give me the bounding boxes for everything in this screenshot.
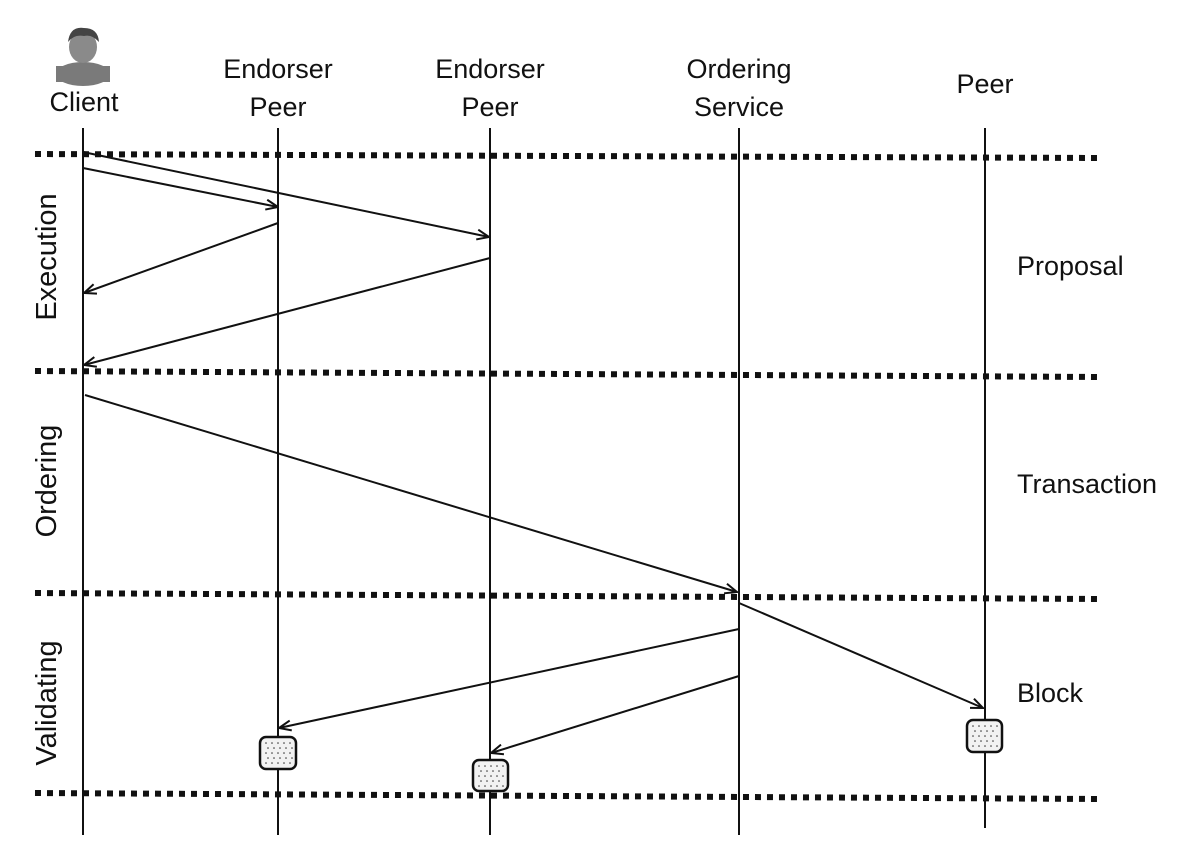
message-orderer-to-peer — [738, 602, 983, 708]
message-client-to-endorser1 — [82, 167, 278, 207]
participant-endorser1-label-line2: Peer — [249, 92, 306, 122]
message-orderer-to-endorser2 — [491, 675, 740, 753]
phase-label-validating: Validating — [31, 640, 63, 765]
message-client-to-endorser2 — [82, 151, 489, 237]
phase-divider-top — [34, 151, 1101, 161]
message-orderer-to-endorser1 — [279, 628, 740, 728]
message-endorser1-to-client — [84, 222, 279, 293]
ledger-block-icon — [965, 718, 1004, 754]
user-avatar-icon — [56, 27, 110, 86]
participant-endorser2-label-line2: Peer — [461, 92, 518, 122]
message-endorser2-to-client — [84, 257, 491, 365]
participant-peer-label: Peer — [956, 69, 1013, 99]
participant-endorser1-label-line1: Endorser — [223, 54, 333, 84]
stage-label-proposal: Proposal — [1017, 251, 1124, 281]
phase-label-ordering: Ordering — [31, 425, 63, 538]
phase-divider-bottom — [34, 790, 1101, 802]
message-client-to-orderer — [84, 394, 737, 592]
participant-endorser2-label-line1: Endorser — [435, 54, 545, 84]
ledger-block-icon — [471, 758, 510, 793]
participant-client-label: Client — [49, 87, 119, 117]
ledger-block-icon — [258, 735, 298, 771]
stage-label-transaction: Transaction — [1017, 469, 1157, 499]
phase-divider-ordering-validating — [34, 590, 1101, 602]
phase-divider-execution-ordering — [34, 368, 1101, 380]
participant-orderer-label-line1: Ordering — [686, 54, 791, 84]
stage-label-block: Block — [1017, 678, 1084, 708]
participant-orderer-label-line2: Service — [694, 92, 784, 122]
phase-label-execution: Execution — [31, 193, 63, 320]
